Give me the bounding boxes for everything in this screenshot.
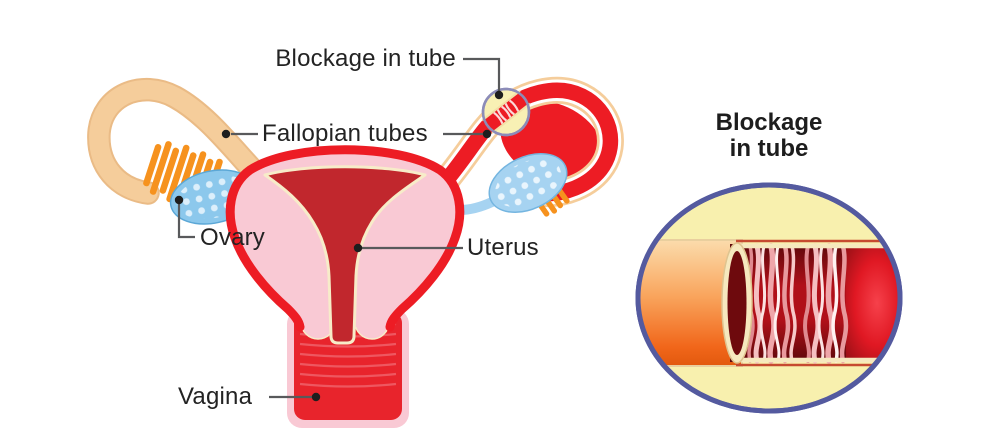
connector-dots <box>174 90 504 402</box>
inset-cut-edge <box>721 242 753 364</box>
reproductive-system-drawing <box>87 57 624 428</box>
left-fallopian-tube <box>87 77 274 205</box>
blockage-marker <box>481 87 531 137</box>
uterine-cavity <box>263 165 427 345</box>
label-uterus: Uterus <box>467 234 539 261</box>
inset-title: Blockage in tube <box>640 110 898 162</box>
connector-lines <box>177 57 501 399</box>
blockage-inset <box>635 182 903 414</box>
right-fallopian-tube-blocked <box>431 76 624 208</box>
label-fallopian-tubes: Fallopian tubes <box>262 120 428 147</box>
right-ovary <box>488 153 568 213</box>
inset-title-line2: in tube <box>729 135 809 162</box>
label-blockage-in-tube: Blockage in tube <box>275 45 456 72</box>
inset-title-line1: Blockage <box>715 109 823 136</box>
label-ovary: Ovary <box>200 224 266 251</box>
label-vagina: Vagina <box>178 383 253 410</box>
